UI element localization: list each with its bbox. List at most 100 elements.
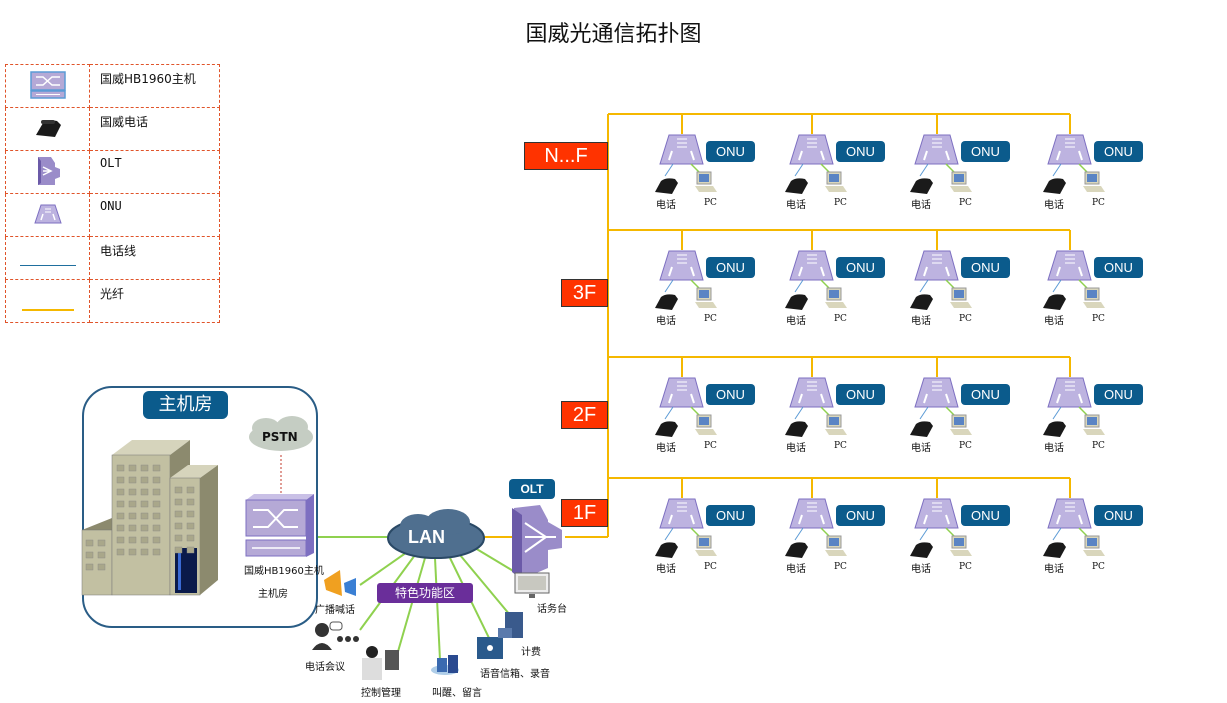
olt-icon bbox=[37, 156, 60, 185]
onu-tag: ONU bbox=[836, 505, 885, 526]
phone-label: 电话 bbox=[786, 316, 806, 327]
phone-label: 电话 bbox=[656, 443, 676, 454]
legend-label: OLT bbox=[89, 150, 220, 194]
phone-icon bbox=[785, 542, 808, 558]
onu-tag: ONU bbox=[706, 505, 755, 526]
olt-tag: OLT bbox=[509, 479, 555, 499]
phone-label: 电话 bbox=[786, 564, 806, 575]
feature-label: 广播喊话 bbox=[315, 605, 355, 616]
onu-tag: ONU bbox=[961, 384, 1010, 405]
pc-icon bbox=[1083, 171, 1105, 192]
onu-tag: ONU bbox=[836, 257, 885, 278]
phone-label: 电话 bbox=[911, 443, 931, 454]
pc-icon bbox=[950, 171, 972, 192]
onu-tag: ONU bbox=[961, 505, 1010, 526]
legend-label: ONU bbox=[89, 193, 220, 237]
phone-icon bbox=[1043, 421, 1066, 437]
legend-label: 电话线 bbox=[89, 236, 220, 280]
pc-icon bbox=[695, 171, 717, 192]
fiber-line-icon bbox=[21, 309, 74, 311]
pc-icon bbox=[1083, 287, 1105, 308]
pbx-switch-icon bbox=[29, 70, 66, 99]
onu-device-icon bbox=[910, 377, 972, 437]
phone-label: 电话 bbox=[911, 316, 931, 327]
feature-label: 语音信箱、录音 bbox=[480, 669, 550, 680]
onu-tag: ONU bbox=[961, 141, 1010, 162]
pc-label: PC bbox=[834, 198, 847, 208]
phone-label: 电话 bbox=[786, 443, 806, 454]
onu-device-icon bbox=[1043, 377, 1105, 437]
onu-device-icon bbox=[655, 498, 717, 558]
pc-label: PC bbox=[1092, 562, 1105, 572]
legend-label: 国威电话 bbox=[89, 107, 220, 151]
pc-icon bbox=[950, 535, 972, 556]
pc-icon bbox=[1083, 535, 1105, 556]
pc-icon bbox=[825, 414, 847, 435]
phone-label: 电话 bbox=[786, 200, 806, 211]
floor-badge: 2F bbox=[561, 401, 608, 429]
legend-row: ONU bbox=[5, 193, 220, 237]
phone-icon bbox=[1043, 178, 1066, 194]
phone-icon bbox=[910, 178, 933, 194]
pc-label: PC bbox=[704, 314, 717, 324]
pc-label: PC bbox=[959, 314, 972, 324]
legend-table: 国威HB1960主机 国威电话 OLT ONU 电话线 光纤 bbox=[5, 64, 220, 323]
onu-device-icon bbox=[910, 250, 972, 310]
onu-device-icon bbox=[785, 134, 847, 194]
phone-icon bbox=[785, 178, 808, 194]
phone-label: 电话 bbox=[1044, 564, 1064, 575]
onu-tag: ONU bbox=[1094, 141, 1143, 162]
onu-device-icon bbox=[655, 134, 717, 194]
pc-label: PC bbox=[959, 441, 972, 451]
fiber-trunk bbox=[484, 114, 609, 538]
phone-icon bbox=[1043, 542, 1066, 558]
phone-icon bbox=[655, 294, 678, 310]
feature-label: 控制管理 bbox=[361, 688, 401, 699]
onu-device-icon bbox=[785, 377, 847, 437]
onu-tag: ONU bbox=[706, 141, 755, 162]
legend-row: 光纤 bbox=[5, 279, 220, 323]
phone-line-icon bbox=[19, 264, 76, 266]
pc-icon bbox=[825, 287, 847, 308]
onu-tag: ONU bbox=[1094, 257, 1143, 278]
phone-icon bbox=[655, 178, 678, 194]
onu-device-icon bbox=[785, 250, 847, 310]
onu-device-icon bbox=[1043, 134, 1105, 194]
feature-label: 话务台 bbox=[537, 604, 567, 615]
onu-device-icon bbox=[785, 498, 847, 558]
pc-icon bbox=[825, 535, 847, 556]
floor-badge: 3F bbox=[561, 279, 608, 307]
onu-tag: ONU bbox=[961, 257, 1010, 278]
phone-label: 电话 bbox=[656, 316, 676, 327]
phone-icon bbox=[785, 294, 808, 310]
floor-badge: N...F bbox=[524, 142, 608, 170]
onu-tag: ONU bbox=[836, 141, 885, 162]
pc-label: PC bbox=[834, 314, 847, 324]
legend-row: OLT bbox=[5, 150, 220, 194]
pc-icon bbox=[950, 414, 972, 435]
phone-label: 电话 bbox=[1044, 443, 1064, 454]
pc-label: PC bbox=[959, 562, 972, 572]
host-label: 国威HB1960主机 bbox=[244, 566, 324, 577]
pc-icon bbox=[695, 535, 717, 556]
phone-label: 电话 bbox=[656, 200, 676, 211]
onu-tag: ONU bbox=[836, 384, 885, 405]
legend-label: 国威HB1960主机 bbox=[89, 64, 220, 108]
lan-label: LAN bbox=[408, 527, 445, 547]
onu-device-icon bbox=[655, 250, 717, 310]
pc-label: PC bbox=[834, 562, 847, 572]
pc-label: PC bbox=[1092, 441, 1105, 451]
onu-tag: ONU bbox=[1094, 505, 1143, 526]
phone-icon bbox=[35, 119, 61, 137]
phone-icon bbox=[655, 421, 678, 437]
pc-icon bbox=[950, 287, 972, 308]
onu-device-icon bbox=[1043, 250, 1105, 310]
feature-zone-title: 特色功能区 bbox=[377, 583, 473, 603]
pc-icon bbox=[695, 414, 717, 435]
phone-icon bbox=[655, 542, 678, 558]
pc-label: PC bbox=[704, 198, 717, 208]
phone-icon bbox=[785, 421, 808, 437]
diagram-title: 国威光通信拓扑图 bbox=[525, 22, 702, 47]
phone-icon bbox=[1043, 294, 1066, 310]
onu-tag: ONU bbox=[1094, 384, 1143, 405]
